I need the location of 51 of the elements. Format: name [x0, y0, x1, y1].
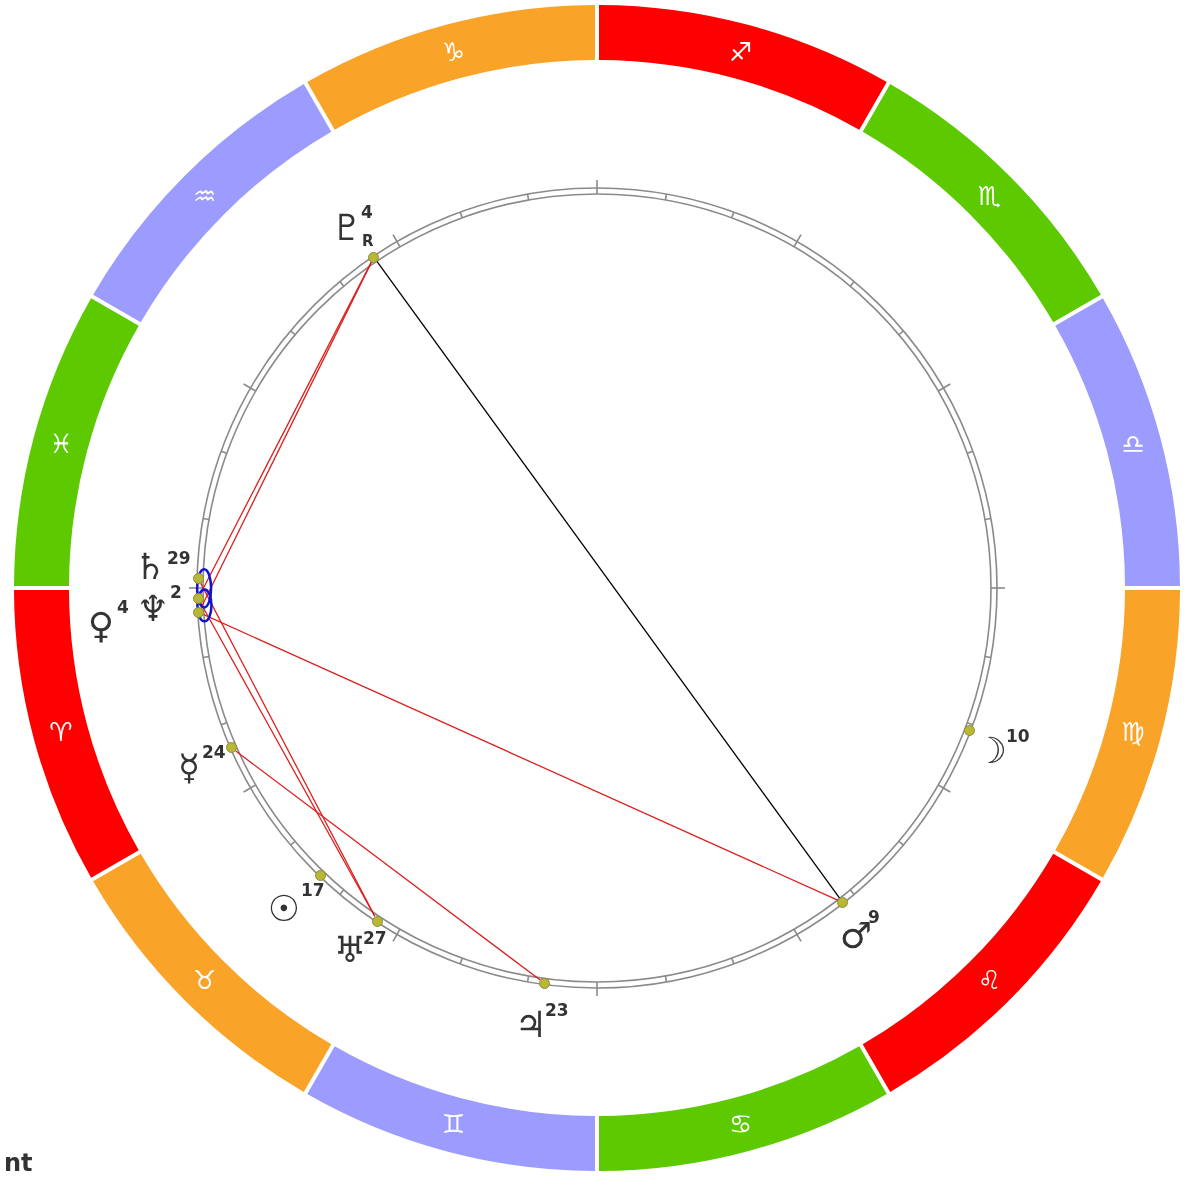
- planet-dot: [192, 592, 204, 604]
- planet-glyph: ♄: [133, 549, 167, 585]
- zodiac-glyph: ♒: [192, 182, 217, 209]
- zodiac-band: [14, 589, 139, 878]
- planet-glyph: ☽: [974, 733, 1008, 769]
- zodiac-glyph: ♊: [441, 1111, 465, 1138]
- zodiac-glyph: ♑: [441, 38, 465, 65]
- zodiac-band: [862, 84, 1101, 323]
- zodiac-glyph: ♐: [729, 38, 753, 65]
- degree-label: 4: [117, 598, 129, 616]
- zodiac-band: [598, 1046, 887, 1171]
- planet-dot: [193, 606, 205, 618]
- planet-glyph: ☉: [267, 891, 301, 927]
- degree-label: 17: [301, 881, 325, 899]
- zodiac-glyph: ♉: [192, 967, 217, 994]
- text-fragment: nt: [4, 1151, 33, 1175]
- planet-dot: [539, 978, 551, 990]
- zodiac-band: [93, 853, 332, 1092]
- zodiac-glyph: ♓: [49, 431, 73, 458]
- degree-label: 2: [170, 583, 182, 601]
- zodiac-glyph: ♎: [1121, 431, 1145, 458]
- zodiac-band: [307, 5, 596, 130]
- degree-label: 24: [202, 743, 226, 761]
- zodiac-band: [598, 5, 887, 130]
- planet-glyph: ♆: [136, 591, 170, 627]
- zodiac-band: [307, 1046, 596, 1171]
- planet-glyph: ♀: [87, 608, 115, 644]
- planet-dot: [315, 870, 327, 882]
- degree-label: 29: [167, 549, 191, 567]
- degree-label: 23: [545, 1001, 569, 1019]
- retrograde-mark: R: [362, 233, 374, 249]
- degree-label: 10: [1006, 727, 1030, 745]
- zodiac-band: [93, 84, 332, 323]
- zodiac-glyph: ♌: [977, 967, 1002, 994]
- planet-dot: [192, 572, 204, 584]
- planet-dot: [368, 251, 380, 263]
- aspect-line: [235, 750, 542, 981]
- planet-dot: [371, 915, 383, 927]
- zodiac-band: [14, 298, 139, 587]
- planet-dot: [964, 725, 975, 737]
- zodiac-glyph: ♍: [1121, 718, 1145, 745]
- aspect-line: [203, 613, 839, 901]
- zodiac-glyph: ♏: [977, 182, 1002, 209]
- aspect-line: [376, 261, 841, 899]
- zodiac-band: [1055, 589, 1180, 878]
- planet-dot: [225, 742, 237, 754]
- planet-dot: [837, 896, 849, 908]
- zodiac-glyph: ♈: [49, 718, 73, 745]
- zodiac-band: [1055, 298, 1180, 587]
- planet-glyph: ☿: [177, 750, 201, 786]
- zodiac-glyph: ♋: [729, 1111, 753, 1138]
